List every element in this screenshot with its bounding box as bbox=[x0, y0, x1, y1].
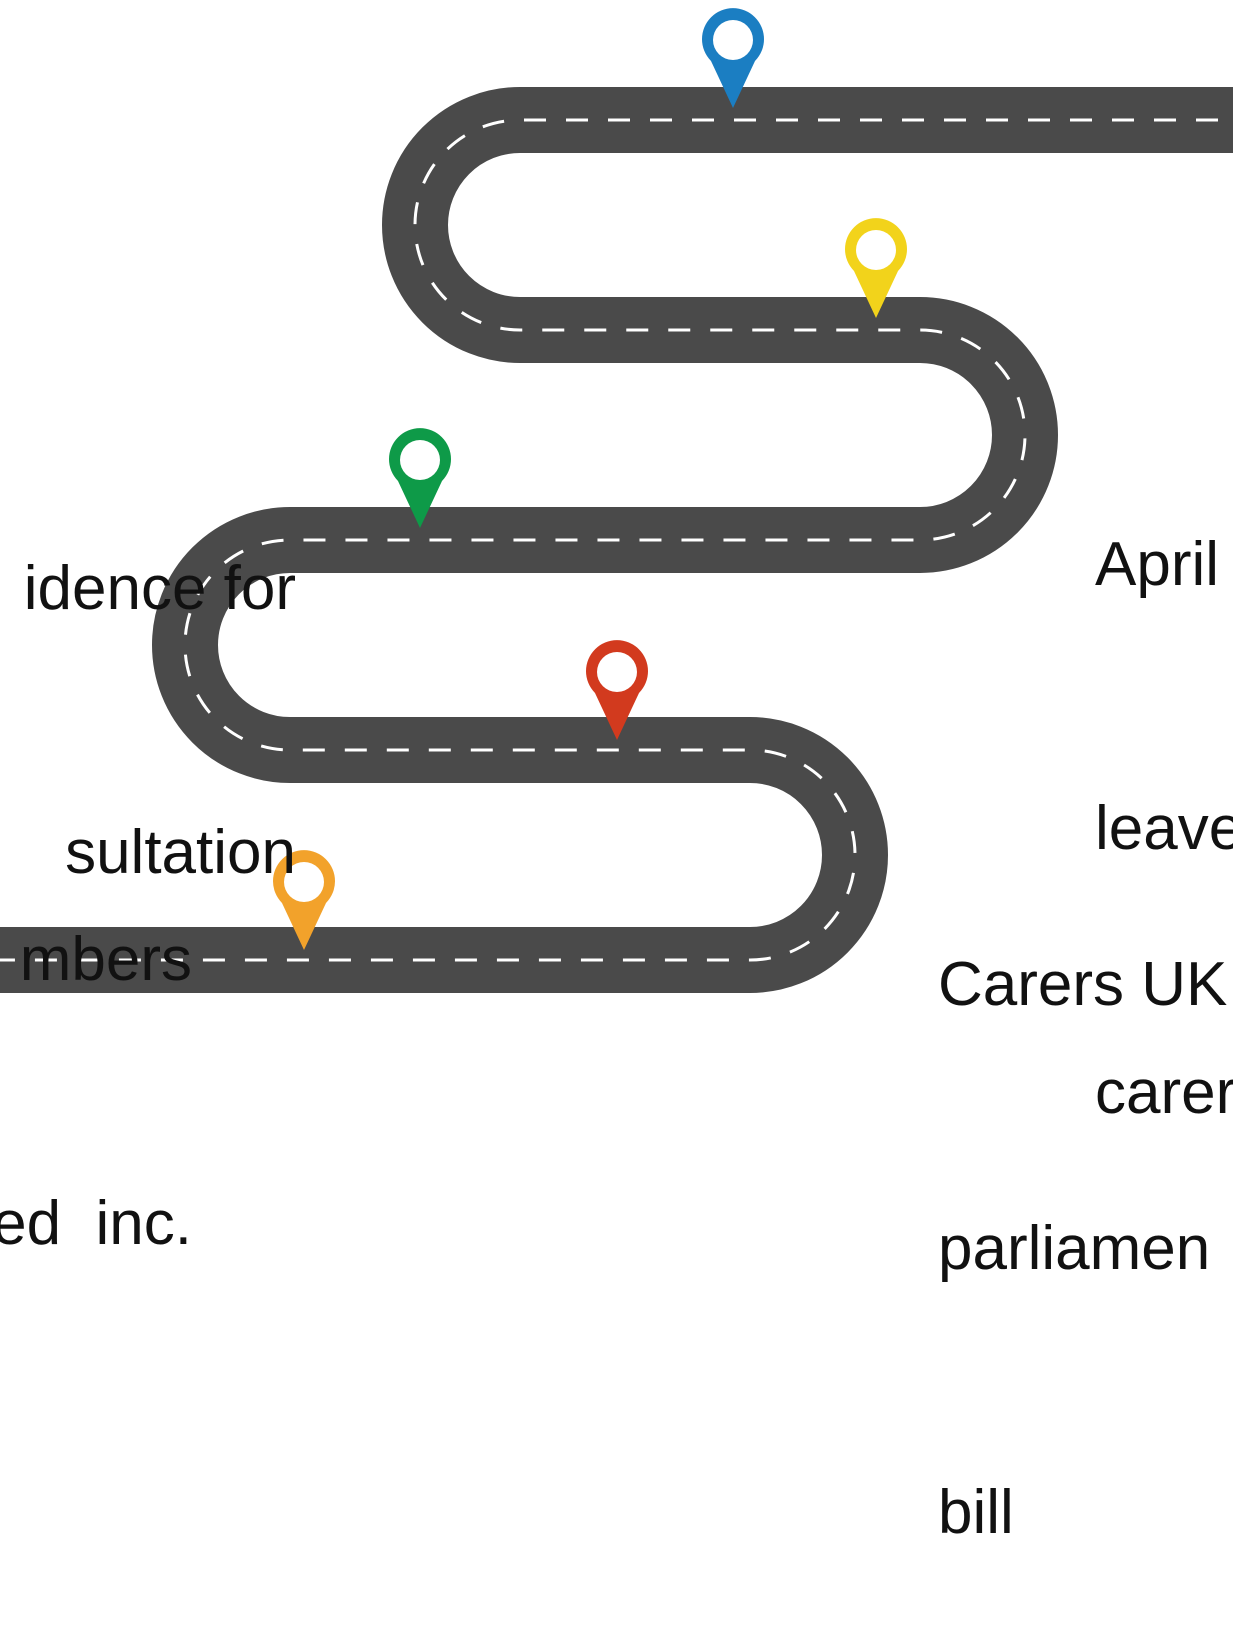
roadmap-diagram bbox=[0, 8, 1233, 993]
map-pins bbox=[273, 8, 907, 950]
red-pin-icon bbox=[586, 640, 648, 740]
text-line: parliamen bbox=[938, 1214, 1211, 1283]
text-line: April bbox=[1095, 530, 1220, 599]
text-right-lower: Carers UK parliamen bill bbox=[938, 765, 1227, 1645]
text-line: mbers bbox=[19, 925, 192, 994]
green-pin-icon bbox=[388, 428, 451, 528]
road-center-dashes bbox=[0, 118, 1233, 962]
road bbox=[0, 87, 1233, 993]
orange-pin-icon bbox=[273, 850, 336, 950]
text-line: leave bbox=[1095, 794, 1233, 863]
yellow-pin-icon bbox=[844, 218, 907, 318]
text-line: ed inc. bbox=[0, 1189, 192, 1258]
blue-pin-icon bbox=[702, 8, 764, 108]
text-line: Carers UK bbox=[938, 950, 1228, 1019]
text-line: idence for bbox=[23, 554, 296, 623]
text-left-upper: idence for sultation bbox=[24, 369, 296, 985]
text-left-lower: mbers ed inc. bbox=[0, 740, 192, 1356]
text-line: sultation bbox=[65, 818, 296, 887]
text-line: bill bbox=[938, 1478, 1014, 1547]
